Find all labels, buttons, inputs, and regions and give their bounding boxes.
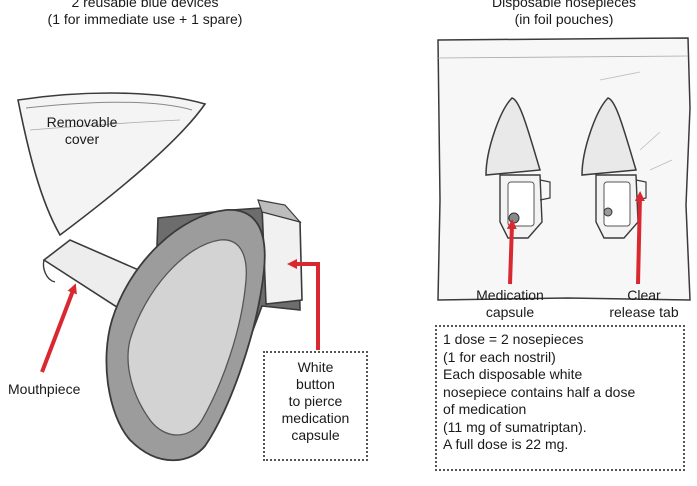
arrow-mouthpiece <box>40 283 77 373</box>
removable-cover <box>17 92 207 237</box>
white-button-line2: button <box>296 376 335 392</box>
cover-label-line2: cover <box>64 131 100 147</box>
left-heading: 2 reusable blue devices (1 for immediate… <box>0 0 290 28</box>
dose-line-5: of medication <box>443 401 527 417</box>
medication-capsule-label: Medication capsule <box>456 287 564 321</box>
inhaler-device <box>105 199 303 462</box>
nosepiece-right <box>581 97 647 239</box>
dose-line-6: (11 mg of sumatriptan). <box>443 418 587 435</box>
right-heading-line2: (in foil pouches) <box>514 11 614 27</box>
medication-capsule-line2: capsule <box>485 304 535 320</box>
white-button-line5: capsule <box>291 427 340 443</box>
dose-line-2: (1 for each nostril) <box>443 348 556 365</box>
arrow-white-button <box>287 259 320 350</box>
mouthpiece-label: Mouthpiece <box>8 381 81 397</box>
pointer-arrows <box>40 191 645 373</box>
cover-label: Removable cover <box>32 114 132 148</box>
medication-capsule-line1: Medication <box>476 287 544 303</box>
white-button-line3: to pierce <box>288 393 343 409</box>
left-heading-line1: 2 reusable blue devices <box>71 0 219 10</box>
right-heading-line1: Disposable nosepieces <box>492 0 636 10</box>
arrow-medication-capsule <box>506 219 517 285</box>
white-button-line1: White <box>297 359 334 375</box>
dose-line-1: 1 dose = 2 nosepieces <box>443 331 584 347</box>
foil-pouch <box>437 37 691 301</box>
release-tab-label: Clear release tab <box>596 287 692 321</box>
dose-line-4: nosepiece contains half a dose <box>443 383 636 400</box>
cover-label-line1: Removable <box>46 114 118 130</box>
dose-line-3: Each disposable white <box>443 366 583 382</box>
dose-info-box: 1 dose = 2 nosepieces (1 for each nostri… <box>435 325 685 471</box>
release-tab-line2: release tab <box>609 304 679 320</box>
release-tab-line1: Clear <box>627 287 661 303</box>
white-button-label-box: White button to pierce medication capsul… <box>263 351 368 461</box>
left-heading-line2: (1 for immediate use + 1 spare) <box>47 11 243 27</box>
right-heading: Disposable nosepieces (in foil pouches) <box>444 0 684 28</box>
white-button-line4: medication <box>281 410 350 426</box>
dose-line-7: A full dose is 22 mg. <box>443 436 569 452</box>
arrow-release-tab <box>634 191 645 285</box>
